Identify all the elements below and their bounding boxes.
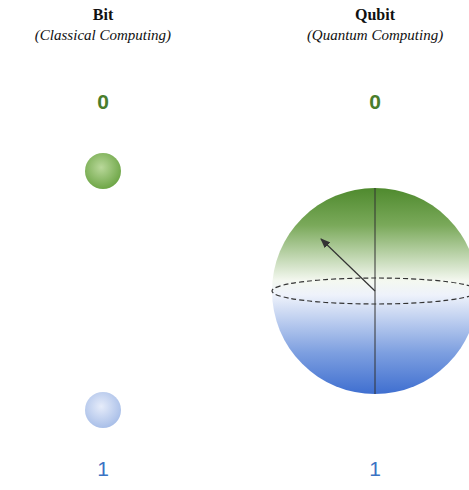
column-subheading: (Classical Computing) bbox=[35, 27, 171, 44]
bit-zero-ball bbox=[85, 153, 121, 189]
column-heading: Bit bbox=[93, 6, 113, 24]
state-label: 0 bbox=[97, 90, 109, 114]
bit-one-ball bbox=[85, 392, 121, 428]
equator-ellipse bbox=[272, 278, 469, 304]
state-vector bbox=[321, 239, 375, 291]
state-label: 1 bbox=[369, 457, 381, 481]
state-label: 0 bbox=[369, 90, 381, 114]
column-heading: Qubit bbox=[355, 6, 395, 24]
column-subheading: (Quantum Computing) bbox=[307, 27, 443, 44]
state-label: 1 bbox=[97, 457, 109, 481]
bloch-sphere bbox=[272, 188, 469, 394]
